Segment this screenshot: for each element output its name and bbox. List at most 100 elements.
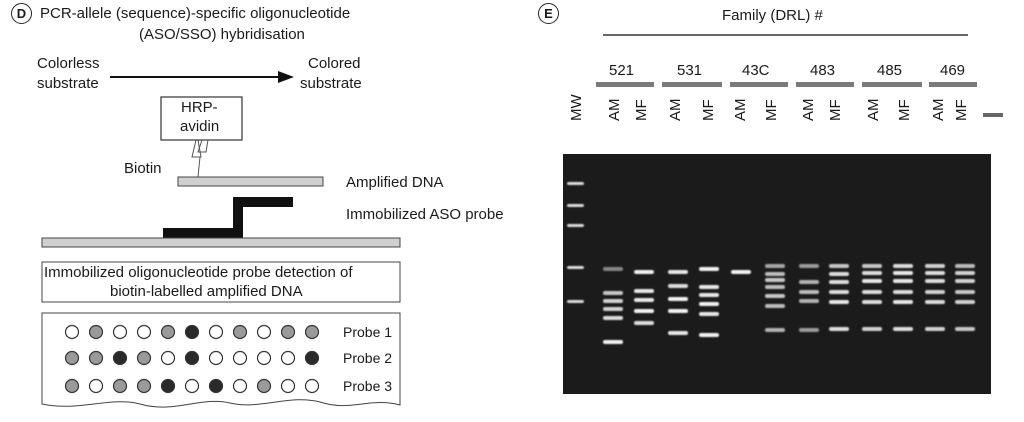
aso-probe-base — [163, 228, 243, 239]
gel-band-lane-12 — [955, 300, 975, 304]
aso-probe-label: Immobilized ASO probe — [346, 206, 504, 223]
gel-band-lane-2 — [634, 298, 654, 302]
gel-band-lane-2 — [634, 309, 654, 313]
family-bar-483 — [796, 82, 854, 87]
gel-band-lane-10 — [893, 327, 913, 331]
probe-3-dot — [184, 378, 200, 394]
gel-band-lane-10 — [893, 300, 913, 304]
gel-band-lane-2 — [634, 270, 654, 274]
mw-label: MW — [568, 94, 585, 121]
lane-label-7: AM — [800, 99, 817, 122]
gel-band-lane-7 — [799, 290, 819, 294]
lane-label-12: MF — [953, 99, 970, 121]
mw-ladder-band — [567, 182, 584, 185]
gel-band-lane-10 — [893, 271, 913, 275]
probe-2-dot — [64, 350, 80, 366]
gel-band-lane-4 — [699, 293, 719, 297]
gel-band-lane-4 — [699, 333, 719, 337]
probe-2-dot — [112, 350, 128, 366]
probe-3-dot — [232, 378, 248, 394]
probe-2-dot — [208, 350, 224, 366]
family-label-469: 469 — [940, 62, 966, 79]
gel-band-lane-7 — [799, 264, 819, 268]
gel-band-lane-1 — [603, 307, 623, 311]
lane-label-8: MF — [827, 99, 844, 121]
detection-box — [41, 261, 401, 303]
gel-band-lane-11 — [925, 327, 945, 331]
gel-band-lane-9 — [862, 271, 882, 275]
probe-1-dot — [64, 324, 80, 340]
gel-band-lane-4 — [699, 267, 719, 271]
probe-3-dot — [256, 378, 272, 394]
gel-band-lane-12 — [955, 264, 975, 268]
probe-1-dot — [160, 324, 176, 340]
family-label-485: 485 — [877, 62, 903, 79]
probe-1-dot — [304, 324, 320, 340]
gel-band-lane-3 — [668, 270, 688, 274]
gel-band-lane-11 — [925, 279, 945, 283]
colorless-substrate-line2: substrate — [37, 75, 99, 92]
lane-label-3: AM — [667, 99, 684, 122]
mw-ladder-band — [567, 204, 584, 207]
gel-band-lane-3 — [668, 297, 688, 301]
arrow-head — [278, 71, 294, 83]
probe-2-dot — [232, 350, 248, 366]
gel-band-lane-9 — [862, 279, 882, 283]
blank-lane-marker — [983, 113, 1003, 117]
mw-ladder-band — [567, 224, 584, 227]
gel-band-lane-7 — [799, 280, 819, 284]
probe-1-dot — [112, 324, 128, 340]
gel-band-lane-2 — [634, 289, 654, 293]
probe-1-dot — [256, 324, 272, 340]
gel-band-lane-6 — [765, 272, 785, 276]
hrp-avidin-box — [160, 96, 243, 141]
probe-2-label: Probe 2 — [343, 350, 393, 366]
lane-labels: MW AM MF AM MF AM MF AM MF AM MF AM MF — [568, 94, 970, 121]
gel-band-lane-10 — [893, 264, 913, 268]
gel-band-lane-4 — [699, 312, 719, 316]
gel-band-lane-1 — [603, 267, 623, 271]
gel-band-lane-9 — [862, 327, 882, 331]
probe-1-dot — [280, 324, 296, 340]
gel-band-lane-1 — [603, 316, 623, 320]
gel-band-lane-4 — [699, 285, 719, 289]
gel-band-lane-8 — [829, 300, 849, 304]
gel-band-lane-11 — [925, 264, 945, 268]
probe-2-dot — [160, 350, 176, 366]
hrp-label-line2: avidin — [180, 118, 220, 135]
detection-line1: Immobilized oligonucleotide probe detect… — [44, 264, 353, 281]
lane-label-2: MF — [633, 99, 650, 121]
gel-band-lane-9 — [862, 264, 882, 268]
family-label-43c: 43C — [742, 62, 770, 79]
gel-band-lane-7 — [799, 328, 819, 332]
probe-1-dot — [184, 324, 200, 340]
family-bar-521 — [596, 82, 654, 87]
gel-band-lane-12 — [955, 279, 975, 283]
gel-band-lane-8 — [829, 290, 849, 294]
probe-1-dot — [136, 324, 152, 340]
gel-band-lane-6 — [765, 304, 785, 308]
family-title: Family (DRL) # — [722, 7, 823, 24]
gel-band-lane-11 — [925, 290, 945, 294]
lane-label-1: AM — [606, 99, 623, 122]
gel-band-lane-1 — [603, 299, 623, 303]
lane-label-10: MF — [896, 99, 913, 121]
probe-2-dot — [280, 350, 296, 366]
family-label-483: 483 — [810, 62, 836, 79]
mw-ladder-band — [567, 300, 584, 303]
lane-label-5: AM — [732, 99, 749, 122]
immobilization-bar — [41, 237, 401, 248]
probe-3-dot — [160, 378, 176, 394]
probe-2-dot — [136, 350, 152, 366]
family-label-521: 521 — [609, 62, 635, 79]
gel-band-lane-6 — [765, 278, 785, 282]
detection-line2: biotin-labelled amplified DNA — [110, 283, 303, 300]
gel-band-lane-6 — [765, 285, 785, 289]
gel-band-lane-12 — [955, 290, 975, 294]
gel-band-lane-3 — [668, 284, 688, 288]
probe-3-dot — [280, 378, 296, 394]
colored-substrate-line2: substrate — [300, 75, 362, 92]
panel-d-title-line2: (ASO/SSO) hybridisation — [139, 26, 305, 43]
